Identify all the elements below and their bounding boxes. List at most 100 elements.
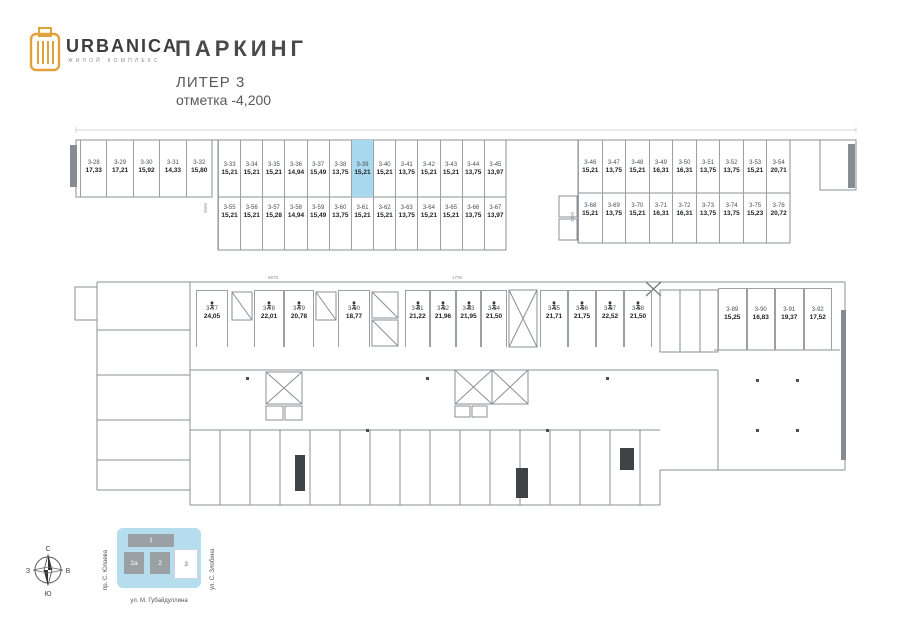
stall-area: 13,75 — [398, 169, 415, 176]
stall-area: 15,21 — [376, 169, 393, 176]
stall-id: 3-89 — [726, 307, 739, 313]
stall-id: 3-88 — [631, 306, 644, 312]
sitemap-block-2[interactable]: 2 — [150, 552, 170, 574]
stall-area: 22,52 — [601, 313, 619, 320]
stall-area: 15,21 — [746, 167, 764, 174]
sitemap-block-1[interactable]: 1 — [128, 534, 174, 547]
stall-id: 3-87 — [603, 306, 616, 312]
accessible-parking-icon — [255, 297, 283, 310]
stall-area: 21,22 — [409, 313, 426, 320]
accessible-parking-icon — [457, 297, 480, 310]
stall-id: 3-31 — [166, 160, 179, 166]
stall-area: 15,21 — [629, 210, 646, 217]
accessible-parking-icon — [197, 297, 227, 310]
stall-area: 13,75 — [465, 212, 482, 219]
stall-area: 21,50 — [629, 313, 647, 320]
stall-id: 3-35 — [267, 162, 280, 168]
dimension-label: 2800 — [570, 211, 575, 222]
stall-id: 3-56 — [245, 205, 258, 211]
stall-id: 3-30 — [140, 160, 153, 166]
stall-id: 3-59 — [312, 205, 325, 211]
stall-id: 3-61 — [356, 205, 369, 211]
sitemap-block-2a[interactable]: 2а — [124, 552, 144, 574]
stall-area: 14,33 — [164, 167, 182, 174]
stall-id: 3-54 — [772, 160, 785, 166]
stall-id: 3-57 — [267, 205, 280, 211]
stall-area: 15,80 — [191, 167, 208, 174]
stall-area: 17,52 — [809, 314, 826, 321]
sitemap-block-3[interactable]: 3 — [174, 549, 198, 579]
stall-id: 3-77 — [205, 306, 218, 312]
stall-id: 3-60 — [334, 205, 347, 211]
stall-id: 3-38 — [334, 162, 347, 168]
